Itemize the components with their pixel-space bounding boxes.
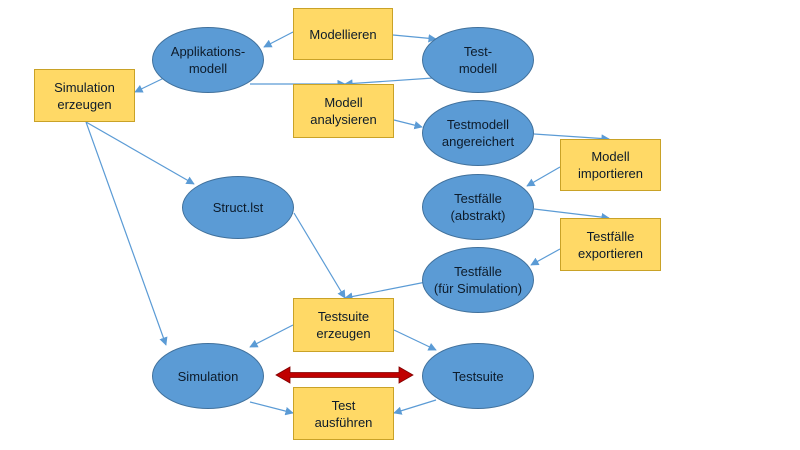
node-testmodell: Test- modell	[422, 27, 534, 93]
node-simulation: Simulation	[152, 343, 264, 409]
edge-angereichert-to-modell-importieren	[533, 133, 610, 143]
node-testfaelle-exportieren: Testfälle exportieren	[560, 218, 661, 271]
node-test-ausfuehren: Test ausführen	[293, 387, 394, 440]
edge-modellieren-to-testmodell	[392, 34, 437, 43]
edge-simulation-erzeugen-to-simulation	[85, 121, 168, 346]
node-testfaelle-abstrakt: Testfälle (abstrakt)	[422, 174, 534, 240]
edge-testsuite-erzeugen-to-testsuite	[393, 329, 437, 351]
edge-testsuite-erzeugen-to-simulation	[249, 324, 294, 348]
bidirectional-arrow-simulation-testsuite	[275, 366, 414, 384]
edge-modell-analysieren-to-testmodell-angereichert	[393, 119, 423, 130]
node-simulation-erzeugen: Simulation erzeugen	[34, 69, 135, 122]
node-testfaelle-simulation: Testfälle (für Simulation)	[422, 247, 534, 313]
node-testmodell-angereichert: Testmodell angereichert	[422, 100, 534, 166]
edge-testsuite-to-test-ausfuehren	[393, 399, 437, 415]
node-applikationsmodell: Applikations- modell	[152, 27, 264, 93]
edge-testfaelle-simulation-to-testsuite-erzeugen	[344, 281, 427, 301]
node-modellieren: Modellieren	[293, 8, 393, 60]
edge-simulation-erzeugen-to-struct	[85, 121, 195, 185]
node-modell-importieren: Modell importieren	[560, 139, 661, 191]
edge-modellieren-to-applikationsmodell	[263, 31, 294, 48]
edge-simulation-to-test-ausfuehren	[249, 401, 294, 416]
edge-modell-importieren-to-testfaelle-abstrakt	[526, 166, 561, 187]
node-testsuite: Testsuite	[422, 343, 534, 409]
edge-abstrakt-to-testfaelle-exportieren	[533, 208, 610, 222]
edge-testmodell-to-modell-analysieren	[344, 77, 434, 88]
node-struct-lst: Struct.lst	[182, 176, 294, 239]
edge-struct-to-testsuite-erzeugen	[293, 212, 346, 299]
node-testsuite-erzeugen: Testsuite erzeugen	[293, 298, 394, 352]
node-modell-analysieren: Modell analysieren	[293, 84, 394, 138]
edge-exportieren-to-testfaelle-simulation	[530, 248, 561, 266]
edge-applikationsmodell-to-simulation-erzeugen	[134, 77, 165, 93]
